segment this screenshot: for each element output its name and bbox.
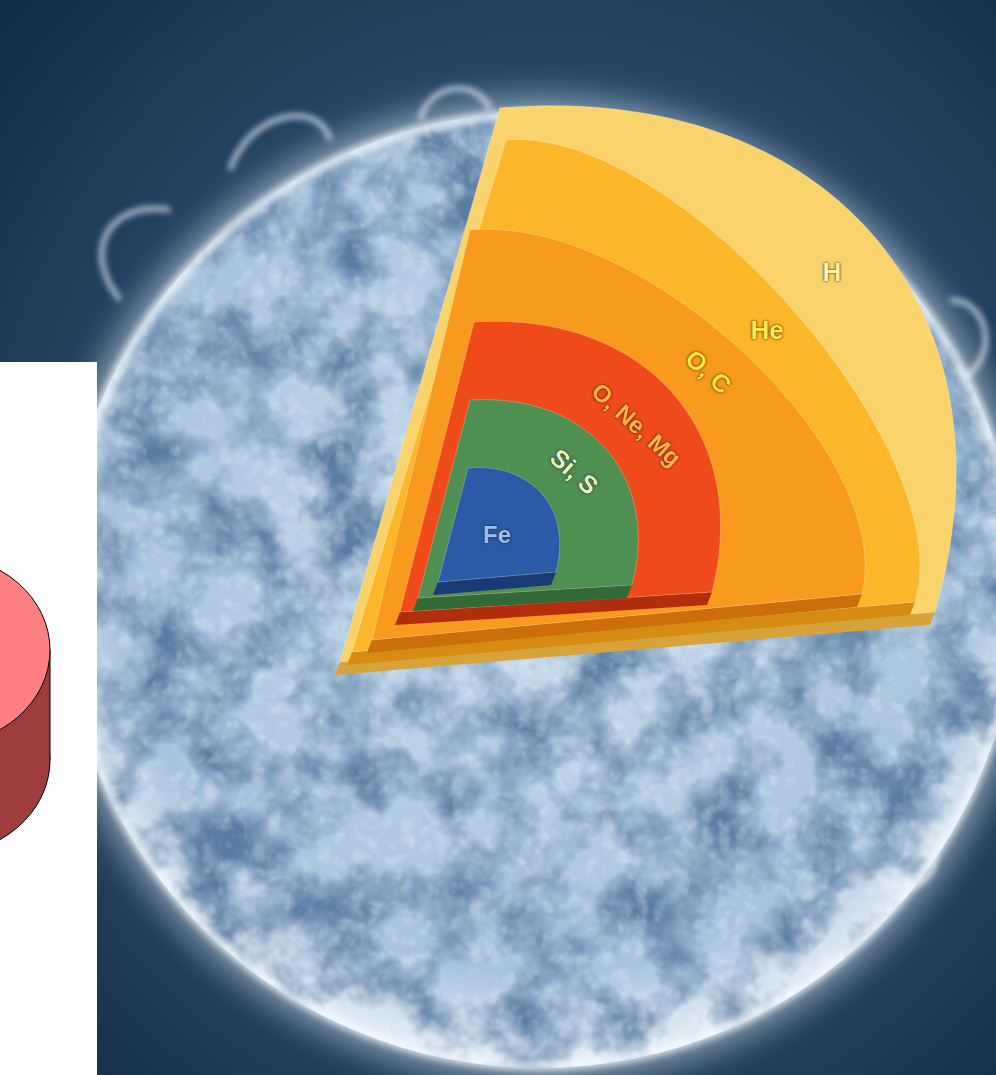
element-label: H: [823, 258, 842, 287]
layer-face: [438, 468, 560, 582]
star-layer: HHeO, CO, Ne, MgSi, SFe: [331, 76, 996, 679]
star-layer: O, CO, Ne, MgSi, SFe: [363, 209, 901, 657]
element-label: He: [750, 316, 783, 345]
layer-face: [400, 321, 721, 612]
star-layer: Fe: [429, 458, 577, 599]
star-filaments: [45, 89, 985, 886]
layer-face: [418, 400, 638, 598]
element-label: Fe: [483, 522, 511, 548]
layer-face: [340, 106, 956, 662]
layer-face: [352, 139, 920, 652]
star-glow: [48, 98, 996, 1075]
disc-symbol: [0, 555, 50, 855]
star-layer: HeO, CO, Ne, MgSi, SFe: [343, 121, 966, 669]
layer-face: [372, 229, 865, 640]
